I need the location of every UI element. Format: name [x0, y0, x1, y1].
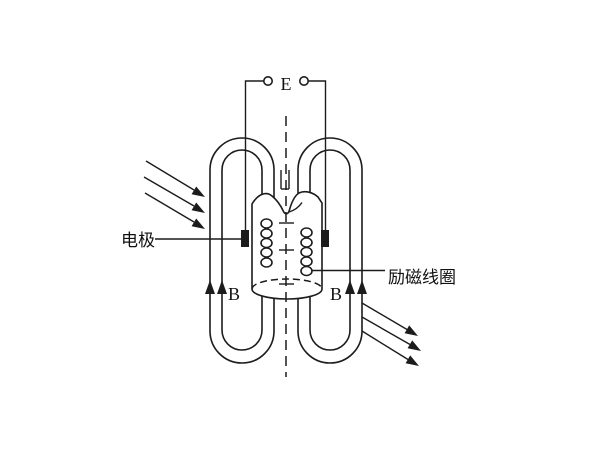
exit-arrowhead-icon [407, 340, 421, 351]
electrode-right [321, 230, 329, 247]
b-arrow-up-icon [205, 280, 215, 294]
excitation-coil-callout: 励磁线圈 [312, 268, 456, 287]
emf-label: E [281, 74, 292, 94]
coil-turn [300, 256, 313, 267]
entry-arrowhead-icon [191, 218, 205, 229]
electrodes [241, 230, 329, 247]
excitation-coil-label: 励磁线圈 [388, 268, 456, 287]
coil-turn [260, 237, 273, 249]
coil-turn [300, 237, 313, 248]
entry-arrowhead-icon [191, 202, 205, 213]
pipe-bottom-hidden-rim [251, 278, 323, 290]
terminal-circle-left-icon [262, 76, 273, 87]
coil-turn [300, 265, 313, 277]
electrode-left [241, 230, 249, 247]
coil-turn [260, 218, 273, 229]
flux-exit-arrows [361, 302, 421, 366]
exit-arrow-line [361, 302, 408, 331]
b-arrow-up-icon [345, 280, 355, 294]
coil-turn [260, 247, 273, 258]
entry-arrow-line [144, 192, 195, 223]
exit-arrowhead-icon [404, 325, 418, 336]
entry-arrow-line [145, 160, 195, 191]
b-label-right: B [330, 284, 342, 304]
core-gap-lines [280, 170, 290, 190]
emf-signal-circuit: E [244, 74, 327, 230]
center-axis-line [279, 116, 294, 377]
emf-wire-right [308, 80, 327, 230]
exit-arrow-line [361, 316, 411, 346]
electrode-callout: 电极 [121, 231, 241, 250]
flux-entry-arrows [143, 160, 205, 229]
b-arrow-up-icon [357, 280, 367, 294]
b-field-arrows-right [345, 280, 367, 294]
pipe-break-back-rim [288, 202, 303, 213]
emf-wire-left [244, 80, 264, 230]
entry-arrowhead-icon [191, 186, 205, 197]
exit-arrow-line [361, 330, 409, 361]
terminal-circle-right-icon [298, 76, 309, 87]
entry-arrow-line [143, 176, 195, 207]
exit-arrowhead-icon [405, 355, 419, 366]
coil-turn [300, 227, 313, 238]
b-arrow-up-icon [217, 280, 227, 294]
coil-turn [300, 246, 313, 258]
b-field-arrows-left [205, 280, 227, 294]
excitation-coil-winding [260, 218, 313, 277]
coil-turn [260, 257, 273, 268]
coil-turn [260, 228, 273, 239]
electrode-label: 电极 [121, 231, 155, 250]
b-label-left: B [228, 284, 240, 304]
